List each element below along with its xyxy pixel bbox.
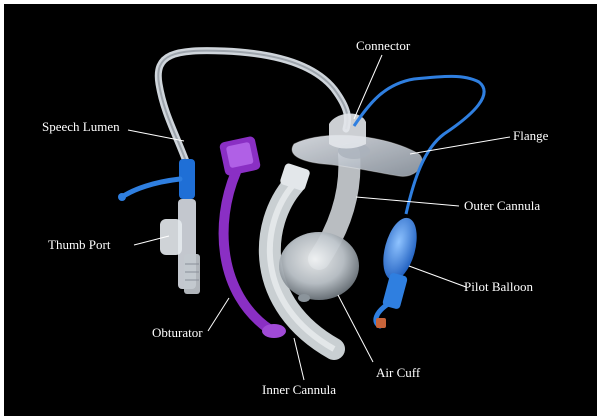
leader-line-flange bbox=[409, 136, 511, 155]
leader-line-speech-lumen bbox=[127, 129, 185, 142]
tracheostomy-tube-illustration bbox=[118, 47, 511, 381]
inner-cannula-part bbox=[258, 163, 345, 360]
leader-line-obturator bbox=[207, 297, 230, 332]
label-speech-lumen: Speech Lumen bbox=[42, 119, 120, 134]
pilot-line bbox=[352, 74, 486, 215]
label-outer-cannula: Outer Cannula bbox=[464, 198, 541, 213]
label-connector: Connector bbox=[356, 38, 411, 53]
label-thumb-port: Thumb Port bbox=[48, 237, 111, 252]
leader-lines bbox=[127, 54, 511, 381]
label-flange: Flange bbox=[513, 128, 549, 143]
speech-lumen-connector bbox=[179, 159, 195, 199]
leader-line-pilot-balloon bbox=[408, 265, 467, 288]
obturator-part bbox=[218, 136, 286, 338]
diagram-canvas: Connector Speech Lumen Flange Outer Cann… bbox=[4, 4, 597, 416]
leader-line-outer-cannula bbox=[355, 196, 460, 207]
air-cuff-part bbox=[279, 232, 359, 300]
leader-line-thumb-port bbox=[133, 235, 170, 246]
label-pilot-balloon: Pilot Balloon bbox=[464, 279, 533, 294]
leader-line-connector bbox=[353, 54, 383, 120]
label-obturator: Obturator bbox=[152, 325, 203, 340]
thumb-port-part bbox=[160, 199, 200, 294]
pilot-balloon-part bbox=[373, 217, 417, 329]
label-inner-cannula: Inner Cannula bbox=[262, 382, 337, 397]
label-air-cuff: Air Cuff bbox=[376, 365, 421, 380]
leader-line-air-cuff bbox=[337, 294, 374, 363]
leader-line-inner-cannula bbox=[293, 337, 305, 381]
